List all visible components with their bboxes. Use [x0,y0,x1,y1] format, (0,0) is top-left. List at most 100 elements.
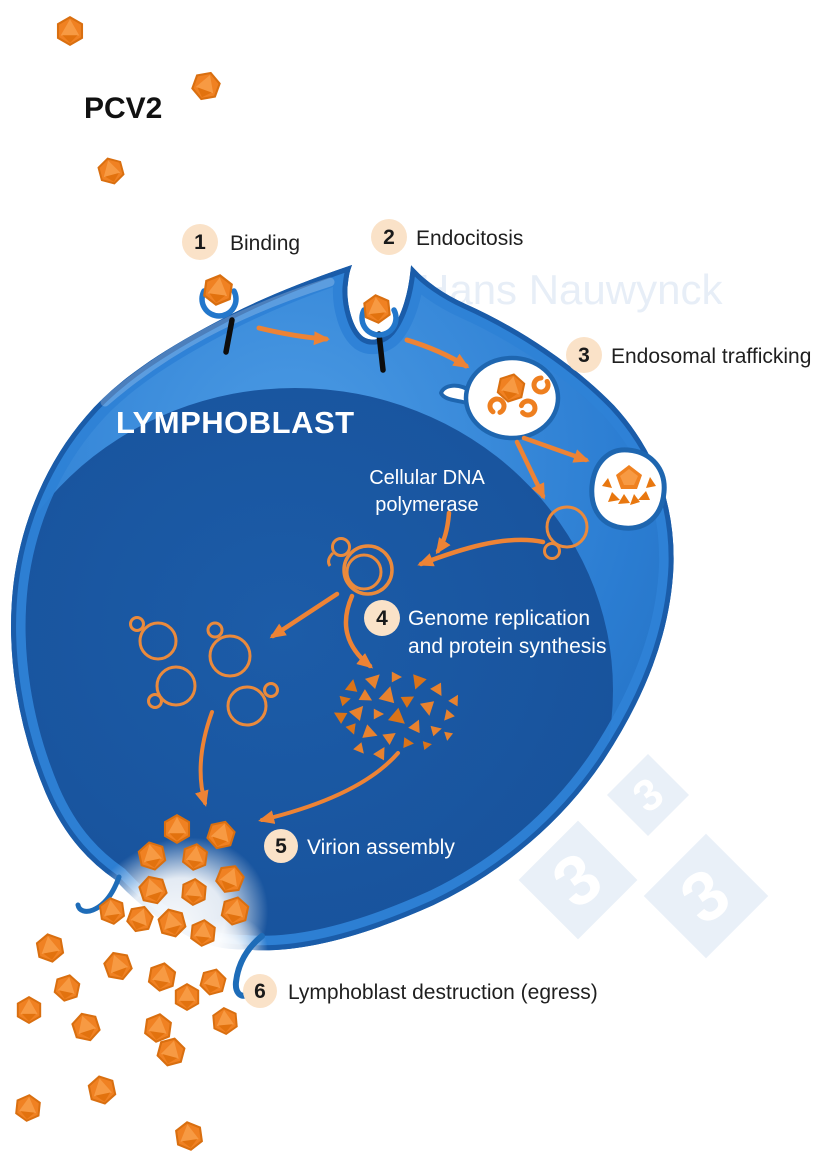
vesicle-body [589,447,667,531]
cell-nucleus [13,388,613,948]
arrow-binding-to-endocytosis [256,325,330,346]
capsid-protein-icon [364,674,380,690]
capsid-protein-icon [358,689,373,701]
step-label: Lymphoblast destruction (egress) [288,981,598,1004]
step-label-line2: and protein synthesis [408,635,606,658]
capsid-protein-cluster [333,671,458,761]
step-number: 5 [275,835,287,858]
step-label: Binding [230,232,300,255]
dna-circle [138,621,178,661]
virion-icon [16,996,42,1024]
arrow-endosome-to-uncoating [514,439,546,500]
dna-circle [208,634,252,678]
binding-site [199,272,239,355]
receptor-stalk [223,317,235,355]
step-1: 1 Binding [182,224,300,260]
step-label: Endosomal trafficking [611,345,811,368]
capsid-protein-icon [362,724,378,738]
step-number: 3 [578,344,590,367]
trafficking-vesicle [589,447,667,531]
capsid-protein-icon [344,679,358,692]
dna-circle [545,505,589,549]
step-badge [182,224,218,260]
process-arrows [194,325,590,824]
arrow-genome-to-proteins [343,593,374,669]
membrane-highlight [100,277,335,407]
capsid-protein-icon [339,695,351,707]
dna-loop [263,682,279,698]
step-label: Virion assembly [307,836,455,859]
step-2: 2 Endocitosis [371,219,523,255]
arrow-uncoating-to-genome [417,537,546,567]
polymerase-note-line2: polymerase [375,494,478,516]
step-number: 4 [376,607,388,630]
step-label: Endocitosis [416,227,523,250]
virion-icon [68,1008,104,1046]
step-number: 1 [194,231,206,254]
dna-circle [226,685,268,727]
capsid-protein-icon [400,696,415,708]
watermark-author: Hans Nauwynck [419,266,723,313]
membrane-lip-right [232,933,265,999]
virion-icon [362,292,392,326]
capsid-protein-icon [408,719,420,734]
dna-loop [206,621,224,639]
virion-icon [95,154,127,188]
virion-icon [188,67,224,105]
step-badge [371,219,407,255]
membrane-lip-left [75,874,122,914]
endocytosis-pit-site [359,292,399,373]
capsid-protein-icon [403,737,414,749]
capsid-protein-icon [391,671,402,683]
dna-circle [155,665,197,707]
virion-icon [173,1119,205,1153]
capsid-protein-icon [345,723,356,735]
step-label-line1: Genome replication [408,607,590,630]
cell-label: LYMPHOBLAST [116,405,355,440]
capsid-protein-icon [422,741,432,751]
polymerase-note-line1: Cellular DNA [369,467,485,489]
capsid-protein-icon [387,707,405,724]
step-5: 5 Virion assembly [264,829,455,863]
cell-outline [11,265,674,951]
capsid-protein-icon [430,682,442,697]
step-number: 2 [383,226,395,249]
logo-diamond [643,833,769,959]
capsid-protein-icon [378,686,395,704]
step-badge [566,337,602,373]
dna-loop [331,537,351,557]
capsid-protein-icon [373,708,384,720]
step-number: 6 [254,980,266,1003]
step-badge [364,600,400,636]
receptor-cup [199,288,239,319]
disassembling-capsid-icon [602,465,656,505]
step-3: 3 Endosomal trafficking [566,337,811,373]
virion-icon [56,16,84,46]
arrow-endosome-to-vesicle [521,435,590,463]
capsid-protein-icon [444,709,455,721]
dna-tail [327,551,335,567]
capsid-protein-icon [333,712,348,724]
genome-copies [129,616,279,727]
replicating-genome [327,537,394,596]
capsid-protein-icon [419,701,435,716]
dna-loop [129,616,145,632]
step-6: 6 Lymphoblast destruction (egress) [243,974,598,1008]
capsid-protein-icon [348,705,364,721]
dna-loop [147,693,163,709]
endosome [439,355,561,441]
virion-icon [14,1092,42,1124]
capsid-protein-icon [382,732,396,745]
receptor-cup [359,307,399,338]
receptor-stalk [376,331,386,373]
capsid-protein-icon [353,742,364,754]
capsid-protein-icon [430,725,442,737]
virion-icon [52,971,82,1005]
capsid-protein-icon [413,674,427,690]
arrow-genome-to-copies [269,591,340,639]
capsid-protein-icon [444,731,454,741]
virion-icon [201,272,235,308]
capsid-protein-icon [448,694,458,707]
